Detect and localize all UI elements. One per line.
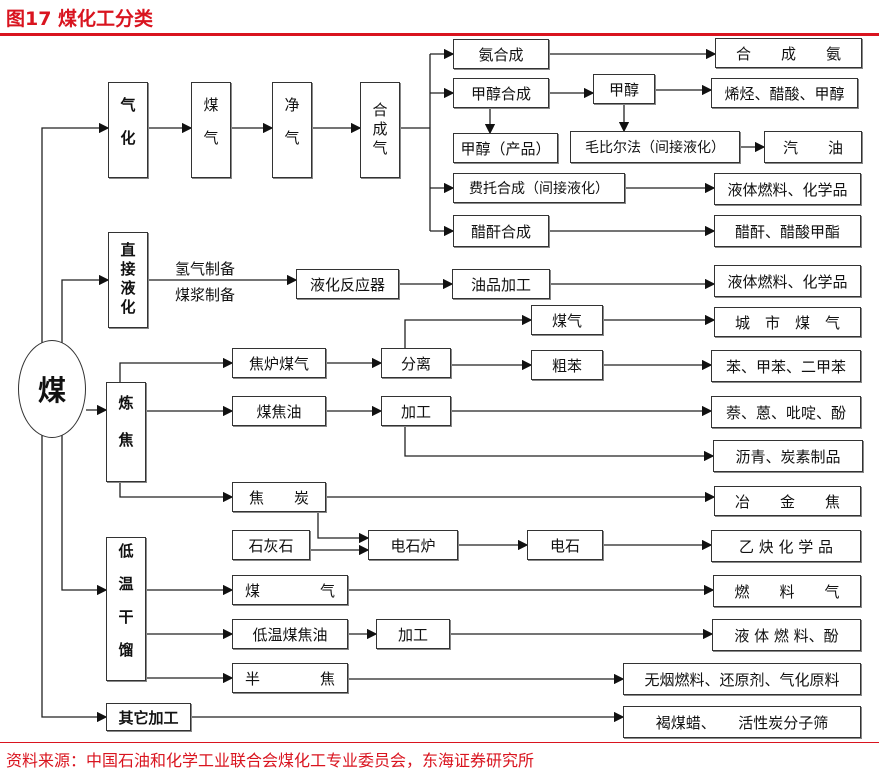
gasoline-node: 汽 油	[764, 131, 862, 163]
low-temp-gas-node: 煤 气	[232, 575, 348, 605]
ammonia-synthesis-node: 氨合成	[453, 39, 549, 69]
ammonia-output-node: 合 成 氨	[715, 38, 862, 68]
limestone-node: 石灰石	[232, 530, 310, 560]
figure-title: 图17 煤化工分类	[6, 8, 154, 30]
connector-arrow	[317, 512, 370, 544]
acetic-anhydride-node: 醋酐合成	[453, 215, 549, 247]
connector-arrow	[61, 274, 110, 345]
carbide-furnace-node: 电石炉	[368, 530, 458, 560]
connector-arrow	[61, 430, 108, 596]
fischer-tropsch-node: 费托合成（间接液化）	[453, 173, 625, 203]
source-footer: 资料来源：中国石油和化学工业联合会煤化工专业委员会，东海证券研究所	[6, 751, 535, 770]
mobil-process-node: 毛比尔法（间接液化）	[570, 131, 740, 163]
acetic-output-node: 醋酐、醋酸甲酯	[714, 215, 861, 247]
other-processing-node: 其它加工	[106, 703, 191, 731]
city-gas-node: 城 市 煤 气	[714, 307, 861, 337]
methanol-node: 甲醇	[593, 74, 655, 104]
coke-node: 焦 炭	[232, 482, 326, 512]
methanol-product-node: 甲醇（产品）	[453, 133, 558, 163]
coking-node: 炼焦	[106, 382, 146, 482]
coke-oven-gas-node: 焦炉煤气	[232, 348, 326, 378]
coal-gas-node: 煤气	[191, 82, 231, 178]
connector-arrow	[404, 426, 715, 462]
naphthalene-output-node: 萘、蒽、吡啶、酚	[711, 396, 861, 428]
benzene-output-node: 苯、甲苯、二甲苯	[711, 350, 861, 382]
liquid-fuel-phenol-node: 液 体 燃 料、酚	[712, 619, 861, 651]
connector-arrow	[119, 482, 234, 503]
oil-processing-node: 油品加工	[452, 269, 550, 299]
gasification-node: 气化	[108, 82, 148, 178]
title-divider	[0, 33, 879, 36]
coal-root-node: 煤	[18, 340, 86, 438]
pitch-output-node: 沥青、炭素制品	[713, 440, 863, 472]
semicoke-output-node: 无烟燃料、还原剂、气化原料	[623, 663, 861, 695]
low-temp-tar-node: 低温煤焦油	[232, 619, 348, 649]
footer-divider	[0, 742, 879, 743]
syngas-node: 合成气	[360, 82, 400, 178]
met-coke-node: 冶 金 焦	[714, 486, 861, 516]
hydrogen-prep-label: 氢气制备	[175, 260, 236, 278]
direct-output-node: 液体燃料、化学品	[714, 265, 861, 297]
crude-benzene-node: 粗苯	[531, 350, 603, 380]
clean-gas-node: 净气	[272, 82, 312, 178]
fuel-gas-node: 燃 料 气	[713, 575, 861, 607]
low-temp-processing-node: 加工	[376, 619, 450, 649]
connector-arrow	[41, 122, 110, 350]
semicoke-node: 半 焦	[232, 663, 348, 693]
coal-tar-node: 煤焦油	[232, 396, 326, 426]
slurry-prep-label: 煤浆制备	[175, 286, 236, 304]
acetylene-output-node: 乙 炔 化 学 品	[711, 530, 861, 562]
direct-liquefaction-node: 直接液化	[108, 232, 148, 328]
reactor-node: 液化反应器	[296, 269, 399, 299]
connector-arrow	[41, 432, 108, 723]
methanol-synthesis-node: 甲醇合成	[453, 78, 549, 108]
other-output-node: 褐煤蜡、 活性炭分子筛	[623, 706, 861, 738]
ft-output-node: 液体燃料、化学品	[714, 173, 861, 205]
tar-processing-node: 加工	[381, 396, 451, 426]
separation-node: 分离	[381, 348, 451, 378]
connector-arrow	[404, 314, 533, 348]
carbide-node: 电石	[527, 530, 603, 560]
low-temp-carbonization-node: 低温干馏	[106, 537, 146, 681]
connector-arrow	[119, 357, 234, 382]
olefin-output-node: 烯烃、醋酸、甲醇	[711, 78, 858, 108]
gas-node: 煤气	[531, 305, 603, 335]
